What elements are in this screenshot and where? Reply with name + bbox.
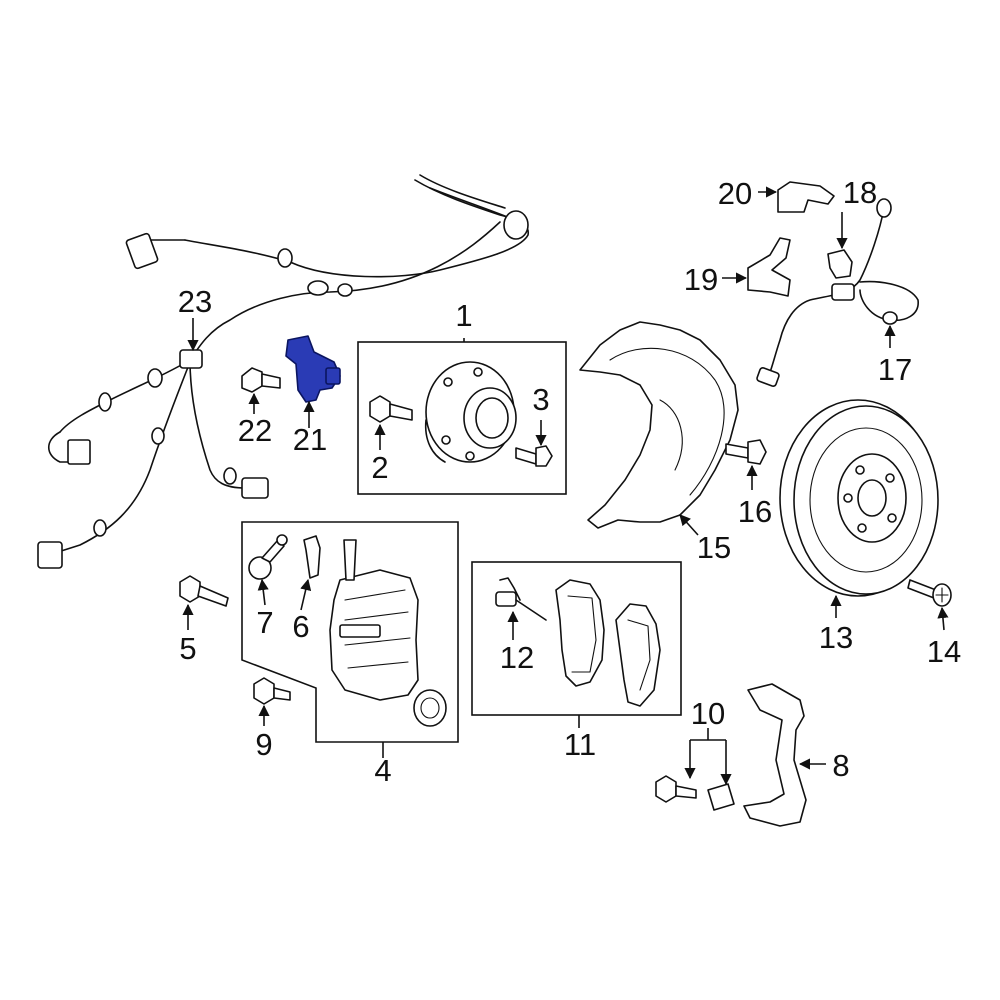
brake-hose-part-17[interactable] <box>756 198 919 387</box>
callout-19: 19 <box>684 262 718 297</box>
wiring-harness-part-23[interactable] <box>37 174 529 569</box>
callout-9: 9 <box>255 727 272 762</box>
callout-10: 10 <box>691 696 725 731</box>
caliper-part-4[interactable] <box>241 521 459 743</box>
bolt-part-9[interactable] <box>253 677 291 705</box>
bolt-part-5[interactable] <box>179 575 229 607</box>
callout-17: 17 <box>878 352 912 387</box>
cap-part-7[interactable] <box>248 534 288 580</box>
brake-rotor-part-13[interactable] <box>779 399 939 597</box>
wear-sensor-part-12[interactable] <box>495 577 547 621</box>
callout-2: 2 <box>371 450 388 485</box>
bolt-part-10[interactable] <box>655 775 735 811</box>
leader-lines <box>182 186 949 786</box>
clip-part-18[interactable] <box>827 249 853 279</box>
bolt-part-22[interactable] <box>241 367 281 393</box>
bolt-part-3[interactable] <box>515 445 553 467</box>
callout-20: 20 <box>718 176 752 211</box>
callout-22: 22 <box>238 413 272 448</box>
callout-5: 5 <box>179 631 196 666</box>
callout-6: 6 <box>292 609 309 644</box>
callout-4: 4 <box>374 753 391 788</box>
callout-1: 1 <box>455 298 472 333</box>
callout-14: 14 <box>927 634 961 669</box>
splash-shield-part-15[interactable] <box>579 321 739 529</box>
abs-speed-sensor-part-21[interactable] <box>285 335 341 403</box>
callout-7: 7 <box>256 605 273 640</box>
callout-3: 3 <box>532 382 549 417</box>
bolt-part-16[interactable] <box>725 439 767 465</box>
callout-15: 15 <box>697 530 731 565</box>
hub-bearing-part-1[interactable] <box>357 341 567 495</box>
callout-18: 18 <box>843 175 877 210</box>
bracket-part-19[interactable] <box>747 237 791 297</box>
callout-labels: 1 2 3 4 5 6 7 8 9 10 11 12 13 14 15 16 1… <box>178 175 961 788</box>
bolt-part-2[interactable] <box>369 395 413 423</box>
caliper-bracket-part-8[interactable] <box>743 683 807 827</box>
bracket-part-20[interactable] <box>777 181 835 213</box>
brake-pad-set-part-11[interactable] <box>471 561 682 716</box>
guide-pin-part-6[interactable] <box>303 535 321 579</box>
callout-16: 16 <box>738 494 772 529</box>
callout-21: 21 <box>293 422 327 457</box>
callout-11: 11 <box>564 727 596 762</box>
callout-12: 12 <box>500 640 534 675</box>
callout-23: 23 <box>178 284 212 319</box>
callout-8: 8 <box>832 748 849 783</box>
screw-part-14[interactable] <box>907 579 952 607</box>
callout-13: 13 <box>819 620 853 655</box>
